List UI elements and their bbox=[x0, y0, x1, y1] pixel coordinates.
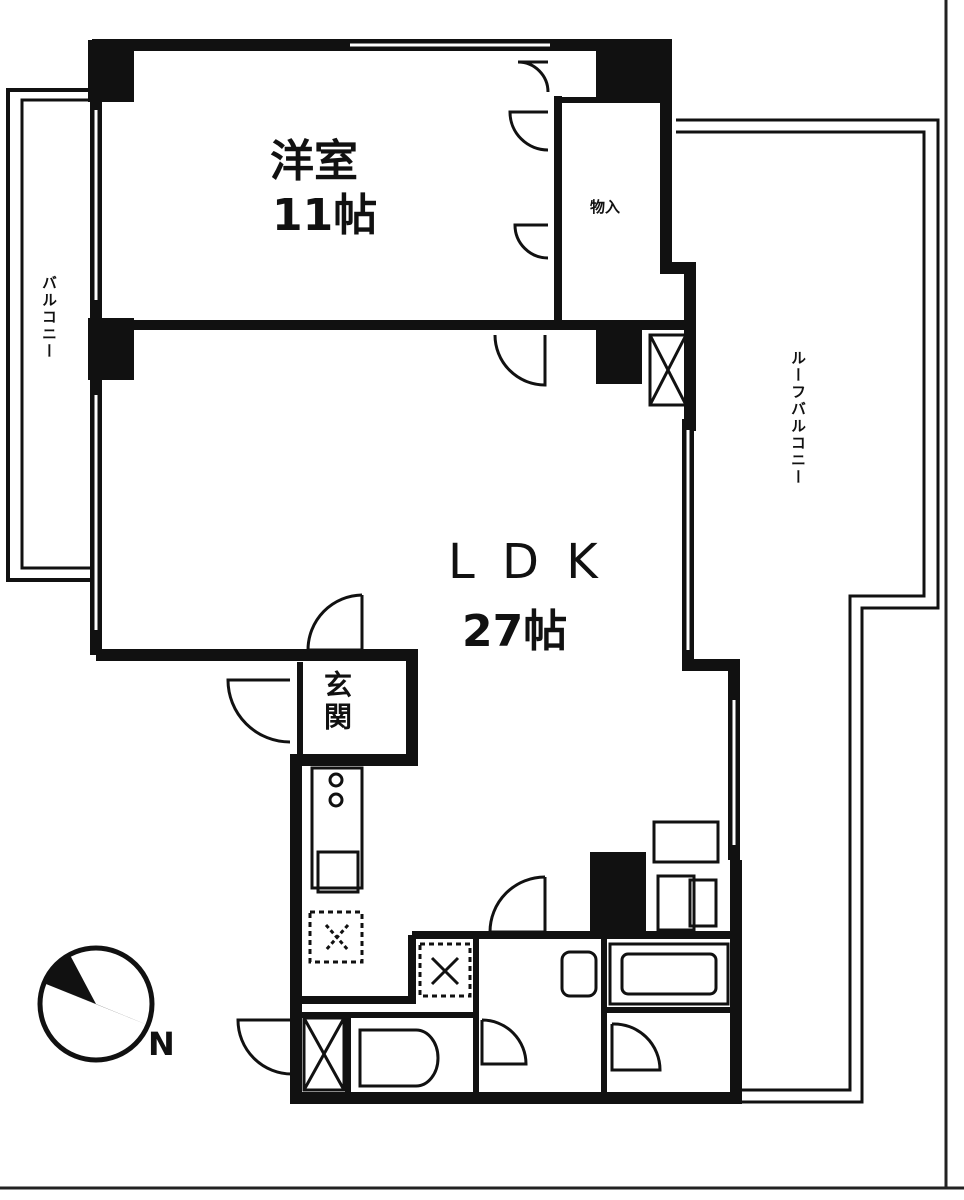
walls bbox=[90, 39, 742, 1104]
western-room-size: 11帖 bbox=[272, 190, 378, 241]
compass-icon bbox=[37, 945, 155, 1063]
ldk-size: 27帖 bbox=[462, 606, 568, 657]
western-room-name: 洋室 bbox=[270, 136, 358, 187]
bathroom-fixtures bbox=[358, 820, 730, 1088]
kitchen bbox=[308, 766, 364, 964]
windows bbox=[94, 43, 736, 845]
closet-label: 物入 bbox=[590, 198, 621, 216]
shafts bbox=[302, 333, 688, 1092]
roof-balcony-label: ルーフバルコニー bbox=[789, 350, 807, 486]
balcony bbox=[6, 88, 92, 582]
balcony-label: バルコニー bbox=[40, 275, 58, 360]
entrance-label: 玄関 bbox=[320, 670, 353, 734]
ldk-name: L D K bbox=[448, 534, 604, 590]
roof-balcony bbox=[676, 118, 940, 1104]
compass-north-label: N bbox=[148, 1025, 175, 1063]
pillars bbox=[88, 40, 672, 934]
doors bbox=[226, 60, 662, 1076]
